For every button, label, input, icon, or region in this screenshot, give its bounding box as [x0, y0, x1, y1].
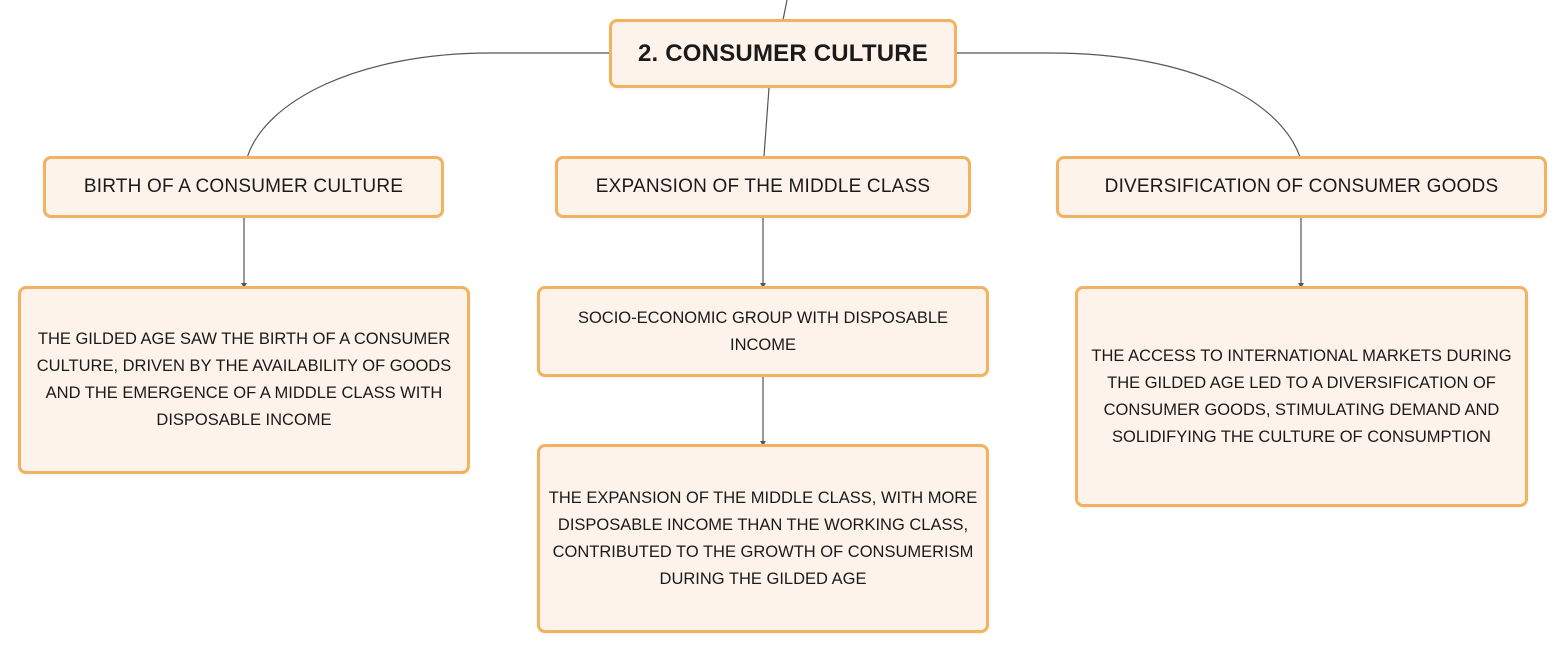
connector-root-to-birth	[246, 52, 610, 159]
connector-root-to-diversification	[956, 52, 1301, 158]
detail-node-expansion-of-middle-class[interactable]: THE EXPANSION OF THE MIDDLE CLASS, WITH …	[537, 444, 989, 633]
detail-node-diversification-of-consumer-goods[interactable]: THE ACCESS TO INTERNATIONAL MARKETS DURI…	[1075, 286, 1528, 507]
branch-node-birth-of-consumer-culture[interactable]: BIRTH OF A CONSUMER CULTURE	[43, 156, 444, 218]
detail-node-socio-economic-group[interactable]: SOCIO-ECONOMIC GROUP WITH DISPOSABLE INC…	[537, 286, 989, 377]
branch-node-expansion-of-middle-class[interactable]: EXPANSION OF THE MIDDLE CLASS	[555, 156, 971, 218]
detail-node-text: THE GILDED AGE SAW THE BIRTH OF A CONSUM…	[36, 330, 452, 429]
connector-from-parent	[782, 0, 788, 21]
arrowhead	[760, 283, 766, 288]
branch-node-label: EXPANSION OF THE MIDDLE CLASS	[595, 176, 931, 197]
branch-node-diversification-of-consumer-goods[interactable]: DIVERSIFICATION OF CONSUMER GOODS	[1056, 156, 1547, 218]
root-node-label: 2. CONSUMER CULTURE	[637, 39, 929, 67]
branch-node-label: BIRTH OF A CONSUMER CULTURE	[83, 176, 404, 197]
root-node[interactable]: 2. CONSUMER CULTURE	[609, 19, 957, 88]
detail-node-text: THE EXPANSION OF THE MIDDLE CLASS, WITH …	[548, 488, 978, 588]
arrowhead	[241, 283, 247, 288]
detail-node-text: SOCIO-ECONOMIC GROUP WITH DISPOSABLE INC…	[577, 308, 949, 354]
detail-node-text: THE ACCESS TO INTERNATIONAL MARKETS DURI…	[1091, 346, 1512, 446]
connector-root-to-middle-class	[763, 87, 770, 157]
arrowhead	[760, 441, 766, 446]
detail-node-birth-of-consumer-culture[interactable]: THE GILDED AGE SAW THE BIRTH OF A CONSUM…	[18, 286, 470, 474]
branch-node-label: DIVERSIFICATION OF CONSUMER GOODS	[1104, 176, 1499, 197]
arrowhead	[1298, 283, 1304, 288]
